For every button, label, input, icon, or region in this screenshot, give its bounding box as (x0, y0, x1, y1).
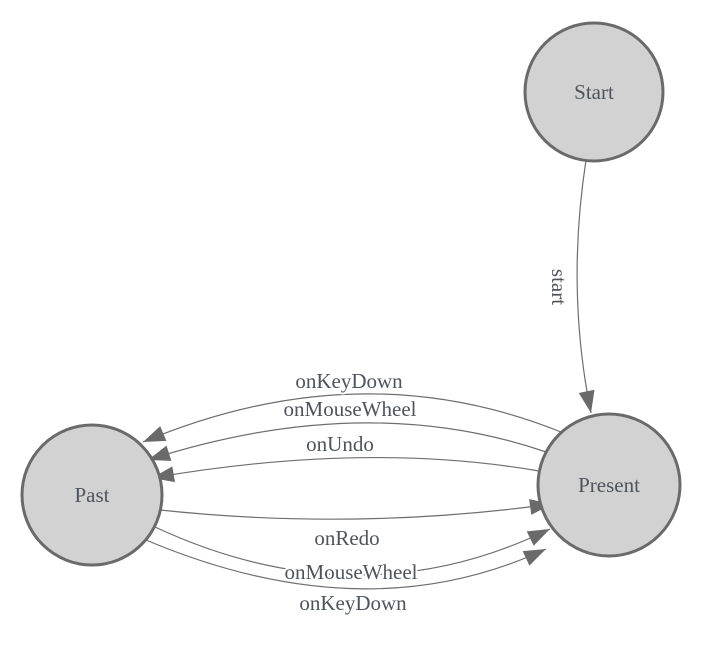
arrowhead-icon (578, 389, 595, 413)
edges-layer (142, 159, 592, 590)
nodes-layer (20, 21, 682, 567)
transition-edge-past-to-present-onkeydown (145, 539, 547, 590)
edge-label-present-to-past-onundo: onUndo (306, 432, 374, 456)
transition-edge-past-to-present-onmousewheel (154, 526, 551, 576)
edge-label-past-to-present-onredo: onRedo (314, 526, 379, 550)
arrowhead-icon (526, 529, 550, 546)
labels-layer: start onKeyDown onMouseWheel onUndo onRedo on… (74, 80, 640, 617)
arrowhead-icon (143, 426, 167, 442)
transition-edge-start-to-present-start (576, 159, 592, 414)
transition-edge-past-to-present-onredo (159, 503, 553, 520)
edge-label-start-to-present-start: start (547, 269, 571, 305)
state-node-past (20, 423, 164, 567)
arrowhead-icon (148, 445, 172, 461)
transition-edge-present-to-past-onkeydown (142, 393, 562, 443)
state-node-start (523, 21, 665, 163)
state-node-label-present: Present (578, 473, 640, 497)
state-node-label-past: Past (74, 483, 109, 507)
edge-label-present-to-past-onkeydown: onKeyDown (295, 369, 403, 393)
arrowhead-icon (522, 549, 546, 566)
transition-edge-present-to-past-onundo (151, 456, 540, 479)
state-node-label-start: Start (574, 80, 614, 104)
state-node-present (536, 412, 682, 558)
edge-label-past-to-present-onmousewheel: onMouseWheel (285, 560, 418, 584)
edge-label-past-to-present-onkeydown: onKeyDown (299, 591, 407, 615)
edge-label-present-to-past-onmousewheel: onMouseWheel (284, 397, 417, 421)
transition-edge-present-to-past-onmousewheel (147, 422, 547, 461)
